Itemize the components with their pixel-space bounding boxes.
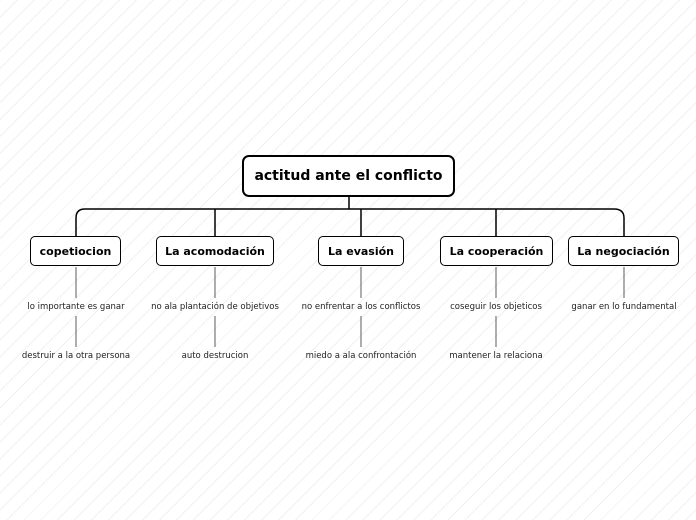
leaf-topic[interactable]: coseguir los objeticos	[450, 302, 542, 312]
connector-branch-5	[613, 208, 625, 236]
leaf-topic[interactable]: no enfrentar a los conflictos	[301, 302, 421, 312]
branch-acomodacion[interactable]: La acomodación	[156, 236, 274, 266]
leaf-topic[interactable]: ganar en lo fundamental	[571, 302, 677, 312]
connector-branch-1	[75, 208, 86, 236]
branch-cooperacion[interactable]: La cooperación	[440, 236, 553, 266]
branch-negociacion[interactable]: La negociación	[568, 236, 679, 266]
leaf-topic[interactable]: no ala plantación de objetivos	[151, 302, 279, 312]
leaf-topic[interactable]: mantener la relaciona	[449, 351, 543, 361]
leaf-topic[interactable]: miedo a ala confrontación	[305, 351, 417, 361]
leaf-topic[interactable]: auto destrucion	[181, 351, 249, 361]
root-topic[interactable]: actitud ante el conflicto	[242, 155, 455, 197]
branch-copetiocion[interactable]: copetiocion	[30, 236, 121, 266]
branch-evasion[interactable]: La evasión	[318, 236, 404, 266]
leaf-topic[interactable]: destruir a la otra persona	[21, 351, 131, 361]
leaf-topic[interactable]: lo importante es ganar	[27, 302, 125, 312]
